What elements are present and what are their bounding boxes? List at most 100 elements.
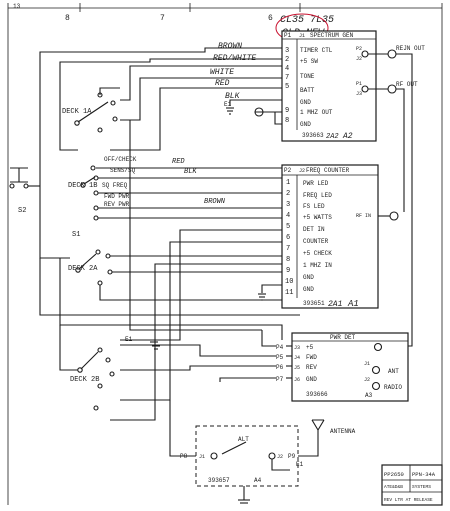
freq-counter-jack: J2 (299, 168, 305, 174)
pwr-det-signal: REV (306, 364, 317, 371)
deck-label: DECK 2A (68, 265, 98, 273)
spectrum-gen-pin: 5 (285, 83, 289, 91)
freq-counter-pin: 6 (286, 234, 290, 242)
freq-counter-signal: GND (303, 274, 314, 281)
deck-label: DECK 1B (68, 182, 97, 190)
freq-counter-pin: 7 (286, 245, 290, 253)
attenuator-plug-out: P9 (288, 453, 296, 460)
freq-counter-signal: GND (303, 286, 314, 293)
title-block-code: ATE&D&B (384, 484, 403, 490)
drawing-number: PP2650 (384, 471, 404, 478)
freq-counter-signal: PWR LED (303, 180, 329, 187)
spectrum-gen-signal: +5 SW (300, 58, 318, 65)
drawing-frame: 8 7 6 13 (7, 3, 443, 505)
freq-counter-pin: 8 (286, 256, 290, 264)
pwr-det-plug: P6 (276, 364, 284, 371)
deck-label: DECK 2B (70, 376, 99, 384)
spectrum-gen-wiring: E1 (39, 47, 282, 259)
board-markers: 2A2 2A1 (326, 133, 343, 309)
attenuator-ref: 393657 (208, 477, 230, 484)
spectrum-gen-module: SPECTRUM GEN P1 J1 3 2 4 7 5 9 8 TIMER C… (281, 30, 425, 347)
spectrum-gen-pin: 2 (285, 56, 289, 64)
drawing-number: PPN-34A (412, 471, 436, 478)
spectrum-gen-output-label: REJN OUT (396, 45, 425, 52)
attenuator-module: ALT P8 J1 J2 P9 393657 A4 ANTENNA E1 (169, 400, 356, 504)
attenuator-assy: A4 (254, 477, 262, 484)
freq-counter-pin: 2 (286, 190, 290, 198)
e1-ground-label: E1 (224, 101, 232, 108)
pwr-det-module: PWR DET P4 P5 P6 P7 J3 J4 J5 J6 +5 FWD R… (120, 330, 409, 402)
deck-2b: DECK 2B E1 (59, 325, 160, 411)
wire-color-label: BLK (225, 92, 241, 101)
grid-col-label: 6 (268, 14, 273, 23)
freq-counter-signal: COUNTER (303, 238, 329, 245)
pwr-det-pin: J6 (294, 377, 300, 383)
wire-color-labels: BROWN RED/WHITE WHITE RED BLK RED BLK BR… (172, 42, 256, 206)
switch-name: S1 (72, 231, 80, 239)
spectrum-gen-pin: 3 (285, 47, 289, 55)
freq-counter-pin: 4 (286, 212, 290, 220)
attenuator-jack-out: J2 (277, 454, 283, 460)
e1-label-2b: E1 (125, 336, 133, 343)
wire-color-label: BLK (184, 168, 197, 176)
spectrum-gen-signal: 1 MHZ OUT (300, 109, 333, 116)
spectrum-gen-output-jack: J2 (356, 56, 362, 62)
spectrum-gen-output-plug: P2 (356, 46, 362, 52)
freq-counter-signal: +5 WATTS (303, 214, 332, 221)
freq-counter-signal: +5 CHECK (303, 250, 332, 257)
wire-color-label: BROWN (204, 198, 226, 206)
pwr-det-plug: P5 (276, 354, 284, 361)
wire-color-label: BROWN (218, 42, 242, 51)
freq-counter-rf-in: RF IN (356, 213, 371, 219)
freq-counter-pin: 5 (286, 223, 290, 231)
spectrum-gen-signal: TIMER CTL (300, 47, 333, 54)
switch-position-label: REV PWR (104, 201, 130, 208)
pwr-det-pin: J3 (294, 345, 300, 351)
pwr-det-assy: A3 (365, 392, 373, 399)
grid-row-marker: 13 (13, 3, 21, 10)
spectrum-gen-output-plug: P1 (356, 81, 362, 87)
antenna-label: ANTENNA (330, 428, 356, 435)
title-block-code: SYSTEMS (412, 484, 431, 490)
freq-counter-pin: 10 (285, 278, 293, 286)
freq-counter-signal: DET IN (303, 226, 325, 233)
freq-counter-pin: 11 (285, 289, 293, 297)
board-marker: 2A2 (326, 133, 339, 141)
spectrum-gen-output-jack: J3 (356, 91, 362, 97)
pwr-det-pin: J5 (294, 365, 300, 371)
spectrum-gen-pin: 8 (285, 117, 289, 125)
freq-counter-module: FREQ COUNTER P2 J2 1 2 3 4 5 6 7 8 9 10 … (258, 164, 399, 309)
freq-counter-signal: 1 MHZ IN (303, 262, 332, 269)
pwr-det-ref: 393666 (306, 391, 328, 398)
freq-counter-signal: FREQ LED (303, 192, 332, 199)
pwr-det-port-label: ANT (388, 368, 399, 375)
spectrum-gen-signal: TONE (300, 73, 315, 80)
wire-color-label: RED (172, 158, 185, 166)
spectrum-gen-pin: 9 (285, 107, 289, 115)
wire-color-label: RED (215, 79, 230, 88)
spectrum-gen-header: SPECTRUM GEN (310, 32, 354, 39)
freq-counter-assy: A1 (347, 299, 359, 309)
pwr-det-plug: P4 (276, 344, 284, 351)
freq-counter-pin: 1 (286, 179, 290, 187)
pwr-det-port-jack: J2 (364, 377, 370, 383)
pwr-det-signal: FWD (306, 354, 317, 361)
switch-position-label: FWD PWR (104, 193, 130, 200)
pwr-det-signal: +5 (306, 344, 314, 351)
spectrum-gen-connector: P1 (284, 32, 292, 39)
revision-note-top: CL35 7L35 (280, 15, 334, 26)
spectrum-gen-pin: 7 (285, 74, 289, 82)
switch-position-label: SQ FREQ (102, 182, 128, 189)
freq-counter-pin: 9 (286, 267, 290, 275)
pwr-det-header: PWR DET (330, 334, 356, 341)
spectrum-gen-assy: A2 (342, 132, 353, 141)
revision-release-note: REV LTR AT RELEASE (384, 497, 433, 503)
pwr-det-port-label: RADIO (384, 384, 402, 391)
spectrum-gen-signal: GND (300, 121, 311, 128)
switch-position-label: OFF/CHECK (104, 156, 137, 163)
freq-counter-pin: 3 (286, 201, 290, 209)
spectrum-gen-signal: BATT (300, 87, 315, 94)
spectrum-gen-ref: 393663 (302, 132, 324, 139)
spectrum-gen-output-label: RF OUT (396, 81, 418, 88)
